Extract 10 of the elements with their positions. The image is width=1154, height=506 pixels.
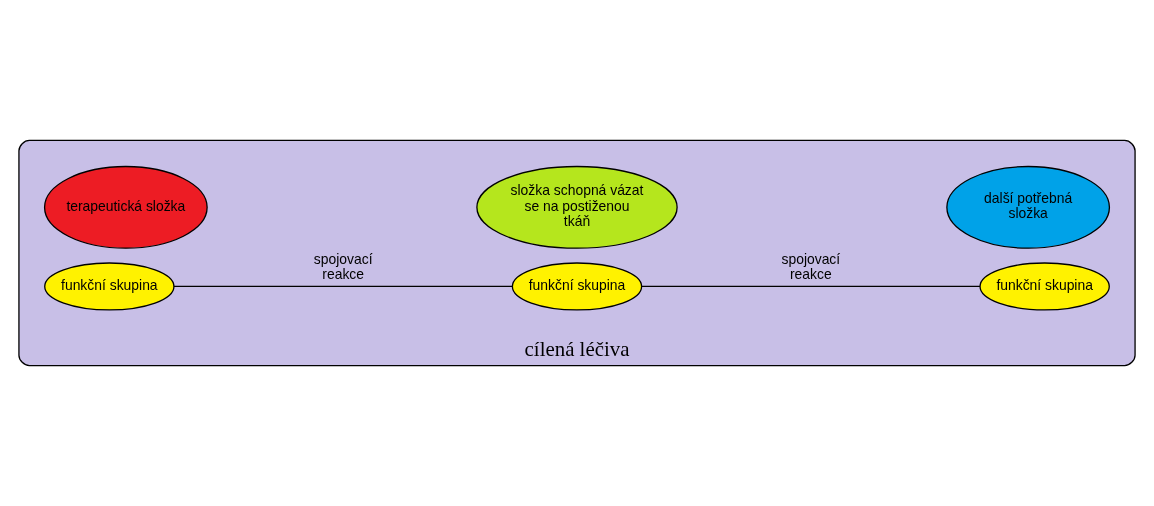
node-ellipse: další potřebná složka	[946, 165, 1111, 249]
node-ellipse: funkční skupina	[979, 262, 1110, 311]
node-ellipse: funkční skupina	[44, 262, 175, 311]
connector	[640, 285, 981, 288]
node-ellipse: terapeutická složka	[43, 165, 208, 249]
node-ellipse: složka schopná vázat se na postiženou tkáň	[476, 165, 678, 249]
edge-label: spojovací reakce	[313, 250, 373, 283]
connector	[173, 285, 514, 288]
edge-label: spojovací reakce	[781, 250, 841, 283]
node-ellipse: funkční skupina	[511, 262, 643, 311]
